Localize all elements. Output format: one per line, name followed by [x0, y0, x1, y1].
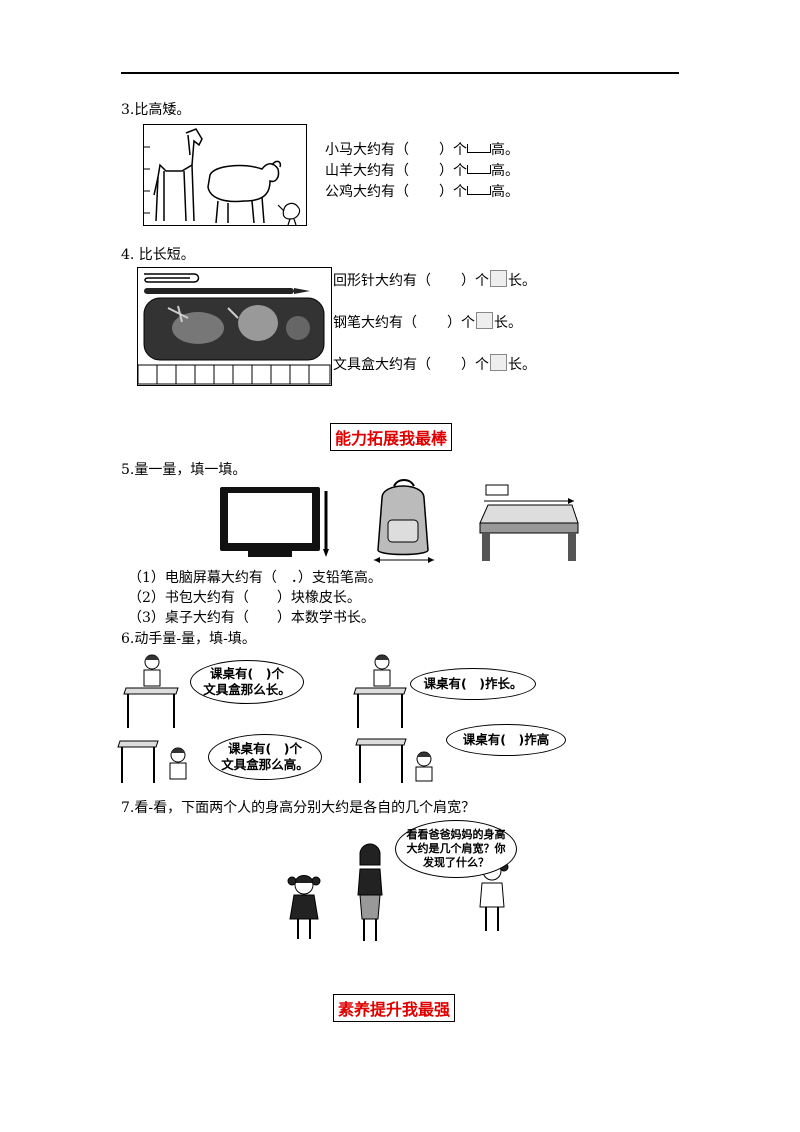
unit-square-icon	[490, 270, 507, 287]
q3-line-goat: 山羊大约有（）个高。	[325, 163, 519, 179]
q4-line-clip: 回形针大约有（）个长。	[333, 270, 536, 290]
girl-icon	[287, 875, 321, 939]
speech-bubble-q7: 看看爸爸妈妈的身高 大约是几个肩宽？你 发现了什么？	[395, 820, 517, 878]
unit-height-icon	[467, 144, 491, 153]
boy-at-desk-picture-1	[122, 652, 182, 730]
stationery-picture	[137, 267, 332, 386]
unit-height-icon	[467, 186, 491, 195]
q3-line-horse: 小马大约有（）个高。	[325, 142, 519, 158]
section-banner-literacy: 素养提升我最强	[333, 994, 456, 1022]
child-measuring-desk-icon	[355, 738, 433, 783]
q4-title: 4. 比长短。	[121, 247, 195, 263]
q3-line-rooster: 公鸡大约有（）个高。	[325, 184, 519, 200]
speech-bubble-1: 课桌有( )个文具盒那么长。	[190, 660, 304, 704]
animals-picture	[143, 124, 307, 226]
header-rule	[121, 72, 679, 74]
speech-bubble-3: 课桌有( )个文具盒那么高。	[208, 734, 322, 780]
unit-square-icon	[476, 312, 493, 329]
q4-line-pen: 钢笔大约有（）个长。	[333, 312, 522, 332]
unit-height-icon	[467, 165, 491, 174]
girl-mother-girl-illustration	[287, 843, 509, 941]
horse-goat-rooster-illustration	[144, 128, 301, 226]
pencil-box-icon	[143, 297, 325, 361]
monitor-picture	[218, 485, 338, 560]
speech-bubble-4: 课桌有( )拃高	[446, 724, 566, 756]
desk-with-book-icon	[479, 484, 579, 561]
child-measuring-desk-icon	[353, 654, 407, 728]
backpack-icon	[374, 479, 434, 563]
speech-bubble-2: 课桌有( )拃长。	[410, 668, 536, 700]
computer-monitor-icon	[220, 487, 329, 557]
boy-at-desk-picture-2	[352, 652, 410, 730]
q5-line-1: （1）电脑屏幕大约有（ ．）支铅笔高。	[128, 570, 382, 586]
paperclip-icon	[144, 273, 200, 283]
q5-title: 5.量一量，填一填。	[121, 462, 247, 478]
girl-at-desk-picture-1	[117, 735, 198, 785]
unit-squares-row	[137, 364, 331, 385]
mother-icon	[357, 843, 383, 941]
people-picture	[282, 835, 522, 943]
girl-at-desk-picture-2	[355, 735, 438, 785]
rooster-icon	[277, 202, 301, 226]
q6-title: 6.动手量-量，填-填。	[121, 631, 256, 647]
q7-title: 7.看-看，下面两个人的身高分别大约是各自的几个肩宽？	[121, 800, 476, 816]
q4-line-box: 文具盒大约有（）个长。	[333, 354, 536, 374]
section-banner-ability: 能力拓展我最棒	[330, 423, 453, 451]
unit-square-icon	[490, 354, 507, 371]
table-picture	[474, 483, 584, 563]
horse-icon	[153, 128, 203, 222]
child-measuring-desk-icon	[117, 740, 187, 783]
goat-icon	[207, 160, 282, 224]
q5-line-2: （2）书包大约有（ ）块橡皮长。	[128, 590, 361, 606]
child-measuring-desk-icon	[123, 654, 179, 728]
q3-title: 3.比高矮。	[121, 102, 191, 118]
pen-icon	[144, 288, 310, 294]
clip-pen-pencilbox-illustration	[137, 273, 331, 385]
backpack-picture	[368, 478, 440, 566]
q5-line-3: （3）桌子大约有（ ）本数学书长。	[128, 610, 375, 626]
